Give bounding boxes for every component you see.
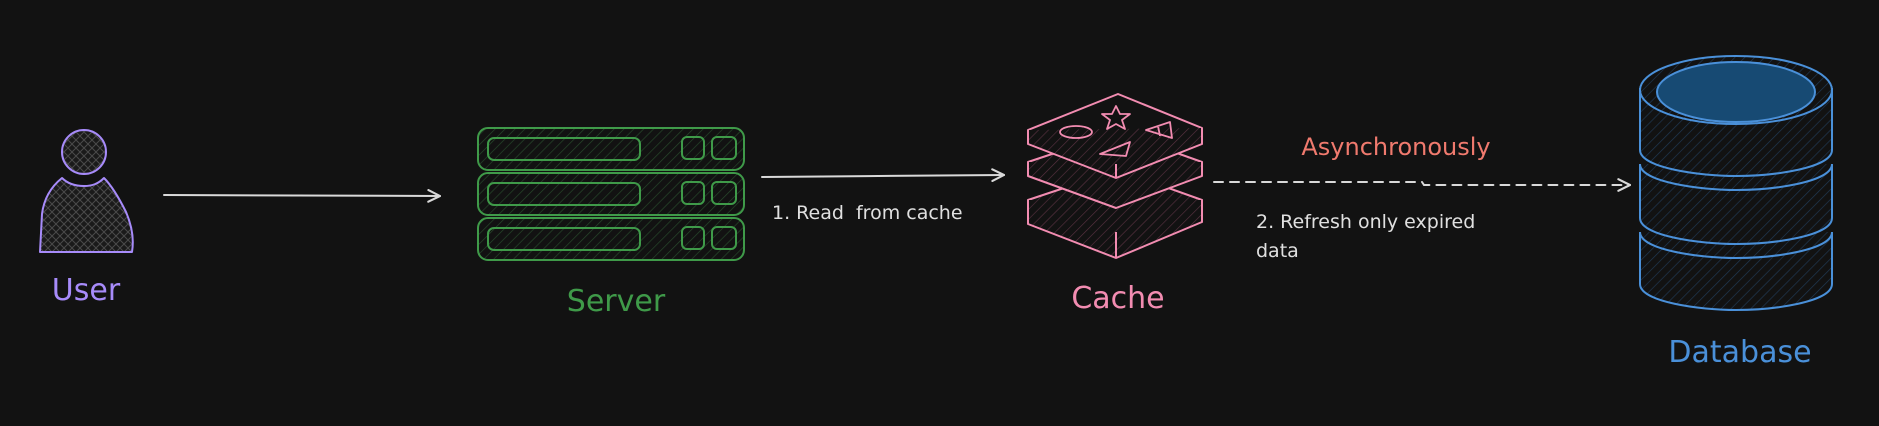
database-cylinder-icon (1639, 55, 1833, 312)
server-rack-icon (477, 127, 745, 261)
database-node: Database (1639, 55, 1833, 370)
edge-cache-to-database: Asynchronously 2. Refresh only expired d… (1213, 133, 1632, 262)
dashed-arrow-line (1213, 178, 1632, 192)
edge-label-refresh-line1: 2. Refresh only expired (1256, 211, 1475, 233)
cache-node: Cache (1027, 93, 1203, 316)
bowtie-icon (1145, 121, 1173, 139)
edge-server-to-cache: 1. Read from cache (761, 168, 1006, 224)
person-icon (39, 129, 134, 253)
triangle-icon (1099, 141, 1131, 157)
star-icon (1101, 105, 1131, 130)
server-node: Server (477, 127, 745, 319)
redis-stack-icon (1027, 93, 1203, 259)
edge-label-read-cache: 1. Read from cache (772, 202, 963, 224)
ellipse-icon (1059, 125, 1093, 139)
edge-label-refresh: 2. Refresh only expired data (1256, 211, 1481, 262)
server-label: Server (567, 284, 666, 319)
user-label: User (52, 273, 121, 308)
cache-label: Cache (1071, 281, 1164, 316)
edge-user-to-server (163, 189, 442, 203)
edge-label-refresh-line2: data (1256, 240, 1299, 262)
database-label: Database (1668, 335, 1811, 370)
async-annotation: Asynchronously (1301, 133, 1490, 161)
arrow-line (163, 189, 442, 203)
user-node: User (39, 129, 134, 308)
arrow-line (761, 168, 1006, 183)
